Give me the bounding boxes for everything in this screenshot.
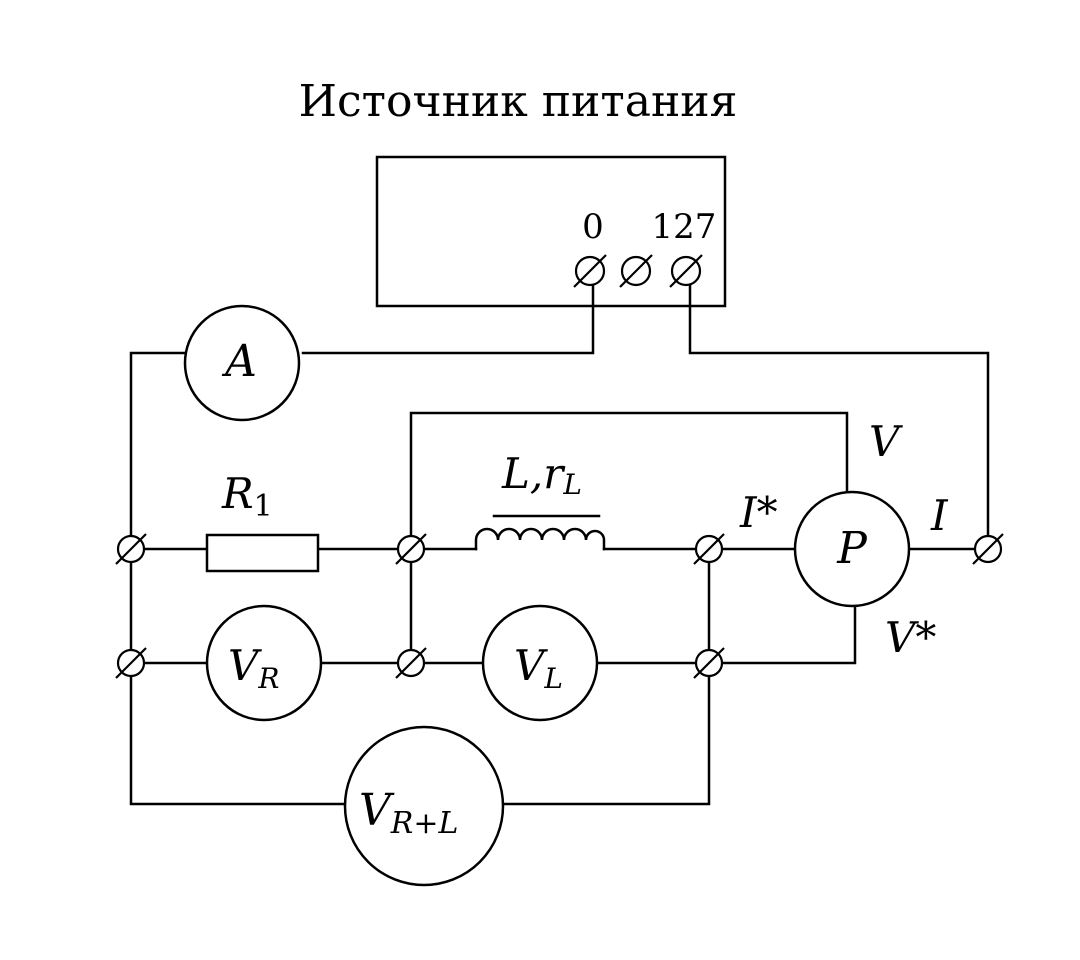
wattmeter-label: P <box>836 523 868 574</box>
wattmeter-port-voltage-star: V* <box>885 613 936 662</box>
voltmeter-vrl-label-main: V <box>359 785 395 836</box>
terminal-mid-top <box>395 533 427 565</box>
terminal-left-bottom <box>115 647 147 679</box>
resistor-label-sub: 1 <box>254 489 273 524</box>
terminal-mid-bottom <box>395 647 427 679</box>
terminal-far-right <box>972 533 1004 565</box>
voltmeter-vl-label-main: V <box>514 641 548 690</box>
ammeter <box>183 304 301 422</box>
power-source-title: Источник питания <box>299 76 738 127</box>
inductor-label: L,rL <box>501 449 582 501</box>
voltmeter-vrl <box>343 725 505 887</box>
voltmeter-vr-label-sub: R <box>257 662 279 695</box>
ammeter-label: A <box>221 336 257 387</box>
voltmeter-vrl-label: VR+L <box>359 785 458 841</box>
wattmeter <box>793 490 911 608</box>
terminal-left-top <box>115 533 147 565</box>
wattmeter-port-voltage: V <box>869 417 903 466</box>
wattmeter-port-current-in: I* <box>739 488 778 537</box>
voltmeter-vrl-label-sub: R+L <box>390 806 459 841</box>
voltmeter-vr-label-main: V <box>228 641 262 690</box>
inductor-label-sub: L <box>562 468 582 501</box>
voltmeter-vl-label-sub: L <box>543 662 563 695</box>
power-source-box <box>375 155 727 308</box>
resistor-r1 <box>205 533 320 573</box>
resistor-label-main: R <box>221 469 254 518</box>
terminal-label-127: 127 <box>652 207 717 247</box>
voltmeter-vr <box>205 604 323 722</box>
terminal-right-top <box>693 533 725 565</box>
voltmeter-vr-label: VR <box>228 641 279 695</box>
voltmeter-vl <box>481 604 599 722</box>
inductor-label-main: L,r <box>501 449 566 498</box>
wires <box>129 283 990 806</box>
terminal-source-mid <box>619 254 653 288</box>
resistor-label: R1 <box>221 469 273 524</box>
wattmeter-port-current-out: I <box>930 491 949 540</box>
terminal-source-0 <box>573 254 607 288</box>
inductor-coil <box>474 514 606 551</box>
terminal-right-bottom <box>693 647 725 679</box>
voltmeter-vl-label: VL <box>514 641 563 695</box>
terminal-label-zero: 0 <box>582 207 604 247</box>
terminals <box>115 254 1004 679</box>
terminal-source-127 <box>669 254 703 288</box>
